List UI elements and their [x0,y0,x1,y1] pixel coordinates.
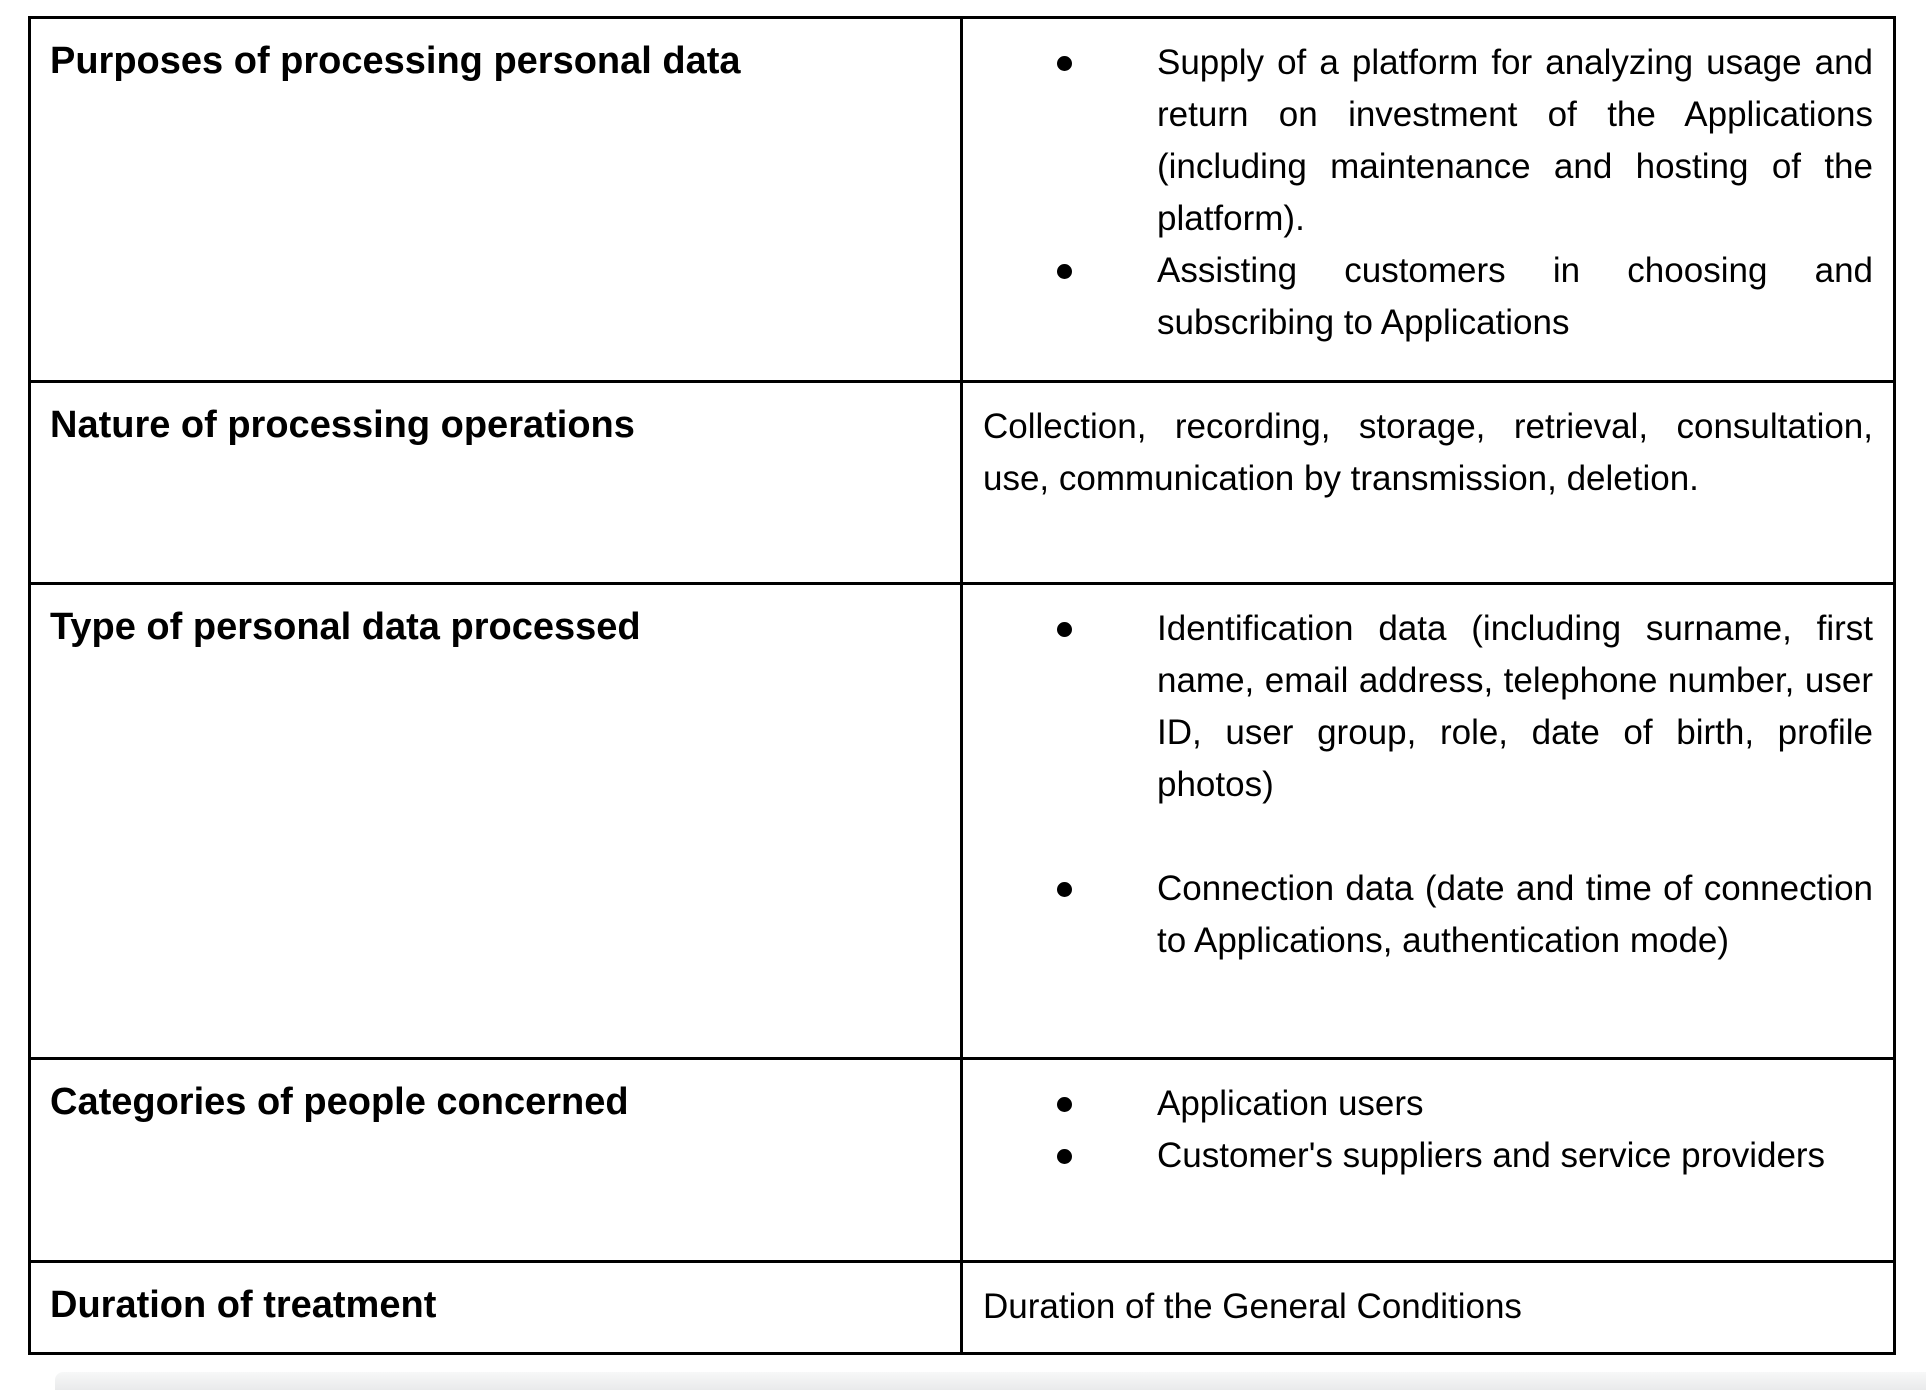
bullet-icon [983,245,1157,349]
page-edge-shadow [55,1372,1926,1390]
data-types-header-label: Type of personal data processed [50,606,641,648]
duration-header-cell: Duration of treatment [31,1263,963,1352]
bullet-icon [983,603,1157,811]
bullet-icon [983,1078,1157,1130]
bullet-icon [983,37,1157,245]
bullet-text: Identification data (including surname, … [1157,609,1873,804]
purposes-header-cell: Purposes of processing personal data [31,19,963,380]
people-categories-header-cell: Categories of people concerned [31,1060,963,1260]
bullet-text: Supply of a platform for analyzing usage… [1157,43,1873,238]
people-categories-header-label: Categories of people concerned [50,1081,629,1123]
nature-header-label: Nature of processing operations [50,404,635,446]
nature-value-text: Collection, recording, storage, retrieva… [983,407,1873,498]
bullet-text: Customer's suppliers and service provide… [1157,1136,1826,1175]
duration-header-label: Duration of treatment [50,1284,437,1326]
list-item: Supply of a platform for analyzing usage… [983,37,1873,245]
people-categories-value-cell: Application users Customer's suppliers a… [963,1060,1893,1260]
duration-value-cell: Duration of the General Conditions [963,1263,1893,1352]
list-item: Assisting customers in choosing and subs… [983,245,1873,349]
list-item: Application users [983,1078,1873,1130]
bullet-icon [983,1130,1157,1182]
bullet-icon [983,863,1157,967]
nature-header-cell: Nature of processing operations [31,383,963,582]
table-row-people-categories: Categories of people concerned Applicati… [31,1060,1893,1263]
data-types-value-cell: Identification data (including surname, … [963,585,1893,1057]
list-item: Identification data (including surname, … [983,603,1873,811]
purposes-value-cell: Supply of a platform for analyzing usage… [963,19,1893,380]
purposes-header-label: Purposes of processing personal data [50,40,741,82]
bullet-text: Assisting customers in choosing and subs… [1157,251,1873,342]
list-item: Connection data (date and time of connec… [983,863,1873,967]
table-row-nature: Nature of processing operations Collecti… [31,383,1893,585]
bullet-text: Application users [1157,1084,1424,1123]
table-row-purposes: Purposes of processing personal data Sup… [31,19,1893,383]
data-types-header-cell: Type of personal data processed [31,585,963,1057]
table-row-data-types: Type of personal data processed Identifi… [31,585,1893,1060]
bullet-text: Connection data (date and time of connec… [1157,869,1873,960]
table-row-duration: Duration of treatment Duration of the Ge… [31,1263,1893,1352]
nature-value-cell: Collection, recording, storage, retrieva… [963,383,1893,582]
data-processing-table: Purposes of processing personal data Sup… [28,16,1896,1355]
duration-value-text: Duration of the General Conditions [983,1287,1522,1326]
list-item: Customer's suppliers and service provide… [983,1130,1873,1182]
